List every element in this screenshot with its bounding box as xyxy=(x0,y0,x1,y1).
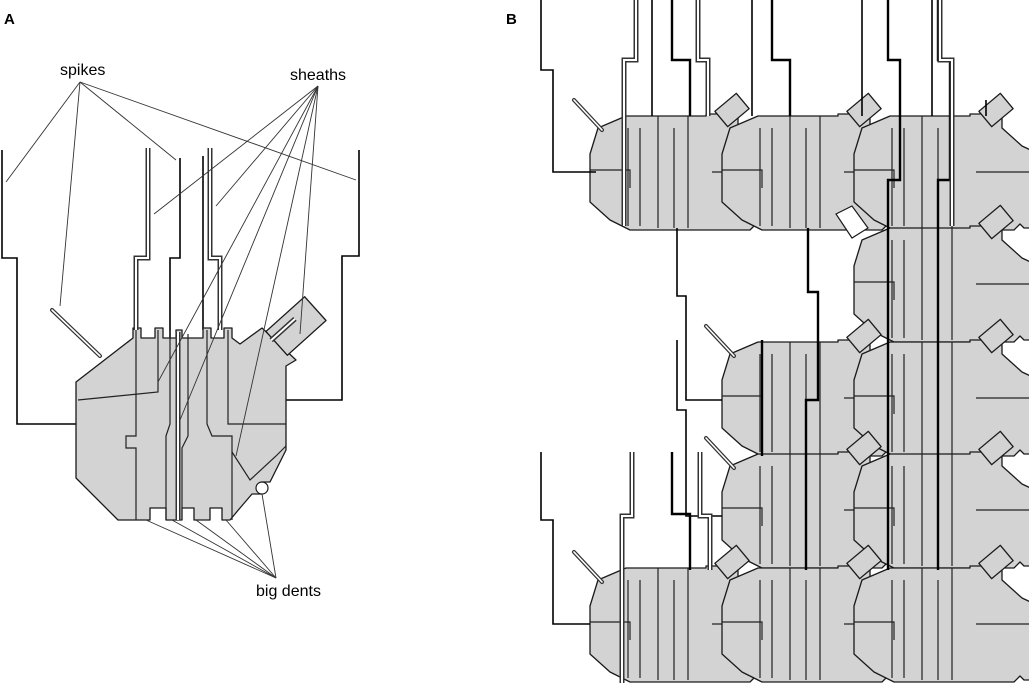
panel-a-right-frame-wire xyxy=(286,150,360,401)
panel-a-channel-3 xyxy=(165,330,171,520)
panel-a-channel-6 xyxy=(227,330,286,425)
panel-b-label: B xyxy=(506,11,517,28)
panel-a-channel-5 xyxy=(206,330,233,520)
panel-a-tile-body xyxy=(75,327,297,521)
panel-a-sheath-box xyxy=(265,296,327,356)
panel-b-gap-notch xyxy=(835,205,869,239)
panel-a: A spikes xyxy=(1,11,360,600)
spikes-label: spikes xyxy=(60,62,105,79)
sheaths-label: sheaths xyxy=(290,67,346,84)
big-dents-pointer-lines xyxy=(145,493,277,579)
panel-b-tile-row-1 xyxy=(589,92,1029,231)
panel-a-channel-2 xyxy=(77,330,159,401)
big-dents-label: big dents xyxy=(256,583,321,600)
panel-a-sheath-left xyxy=(133,148,151,330)
panel-a-label: A xyxy=(4,11,15,28)
panel-b-tile-row-2 xyxy=(721,204,1029,569)
panel-a-channel-7 xyxy=(231,445,287,481)
panel-a-left-frame-wire xyxy=(1,150,76,425)
panel-b: B xyxy=(506,0,1029,683)
panel-a-channel-4 xyxy=(181,334,189,508)
panel-a-sheath-right xyxy=(207,148,223,330)
panel-a-big-dent xyxy=(255,481,269,495)
panel-b-sheaths xyxy=(619,0,955,683)
spikes-pointer-lines xyxy=(5,81,357,307)
sheaths-pointer-lines xyxy=(153,85,319,457)
panel-a-channel-1 xyxy=(125,330,137,520)
panel-a-inner-left-wire xyxy=(169,158,181,338)
panel-b-spikes xyxy=(572,98,736,584)
